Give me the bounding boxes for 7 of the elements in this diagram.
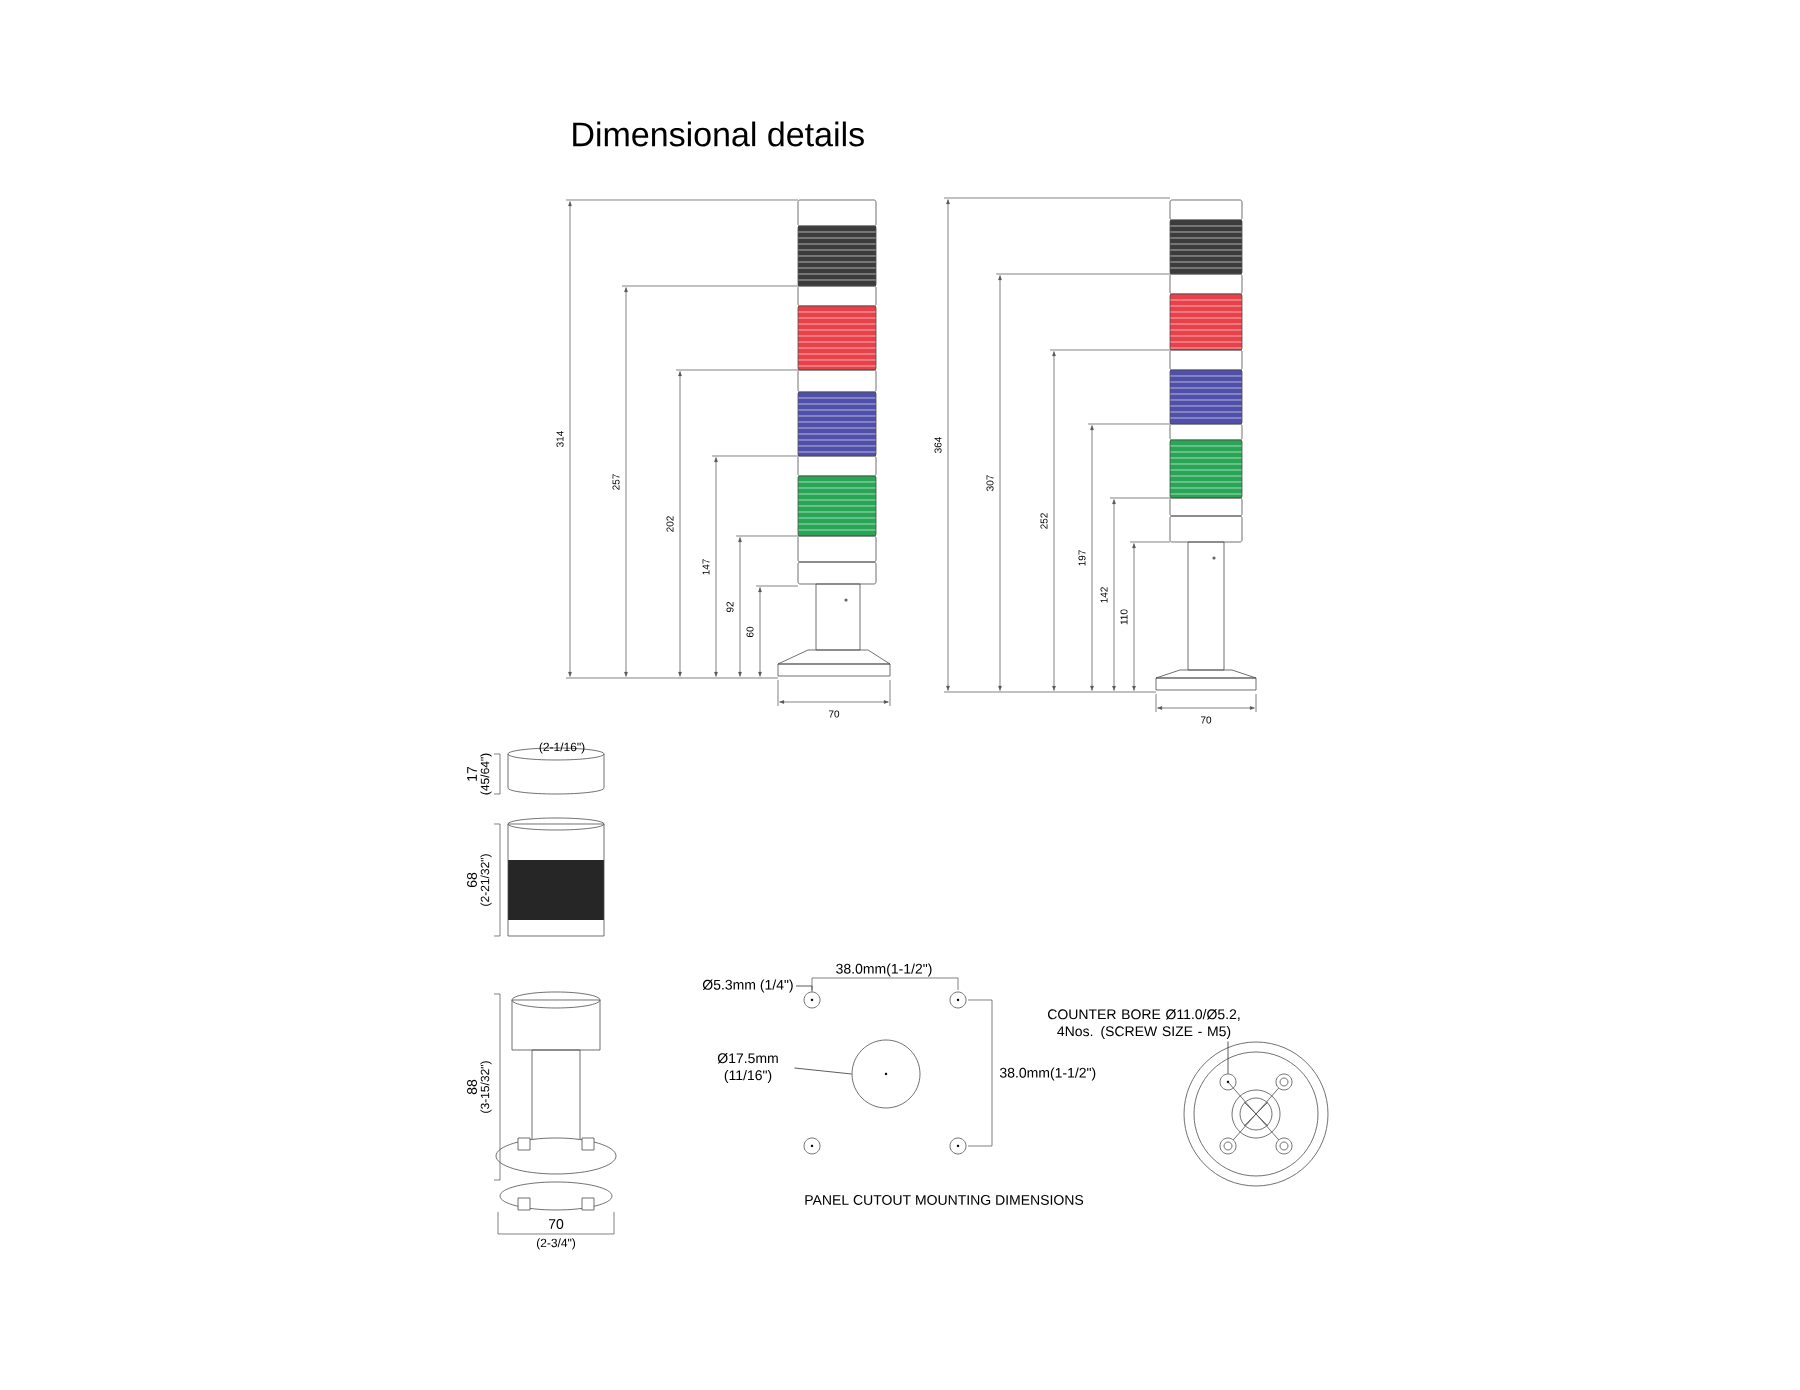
hole-circle bbox=[851, 1039, 921, 1109]
leader-line bbox=[1227, 1041, 1229, 1074]
hole-circle bbox=[1219, 1073, 1237, 1091]
title: Dimensional details bbox=[573, 121, 864, 147]
leader-line bbox=[795, 985, 813, 992]
hole-circle bbox=[803, 991, 821, 1009]
leader-line bbox=[794, 1067, 852, 1075]
